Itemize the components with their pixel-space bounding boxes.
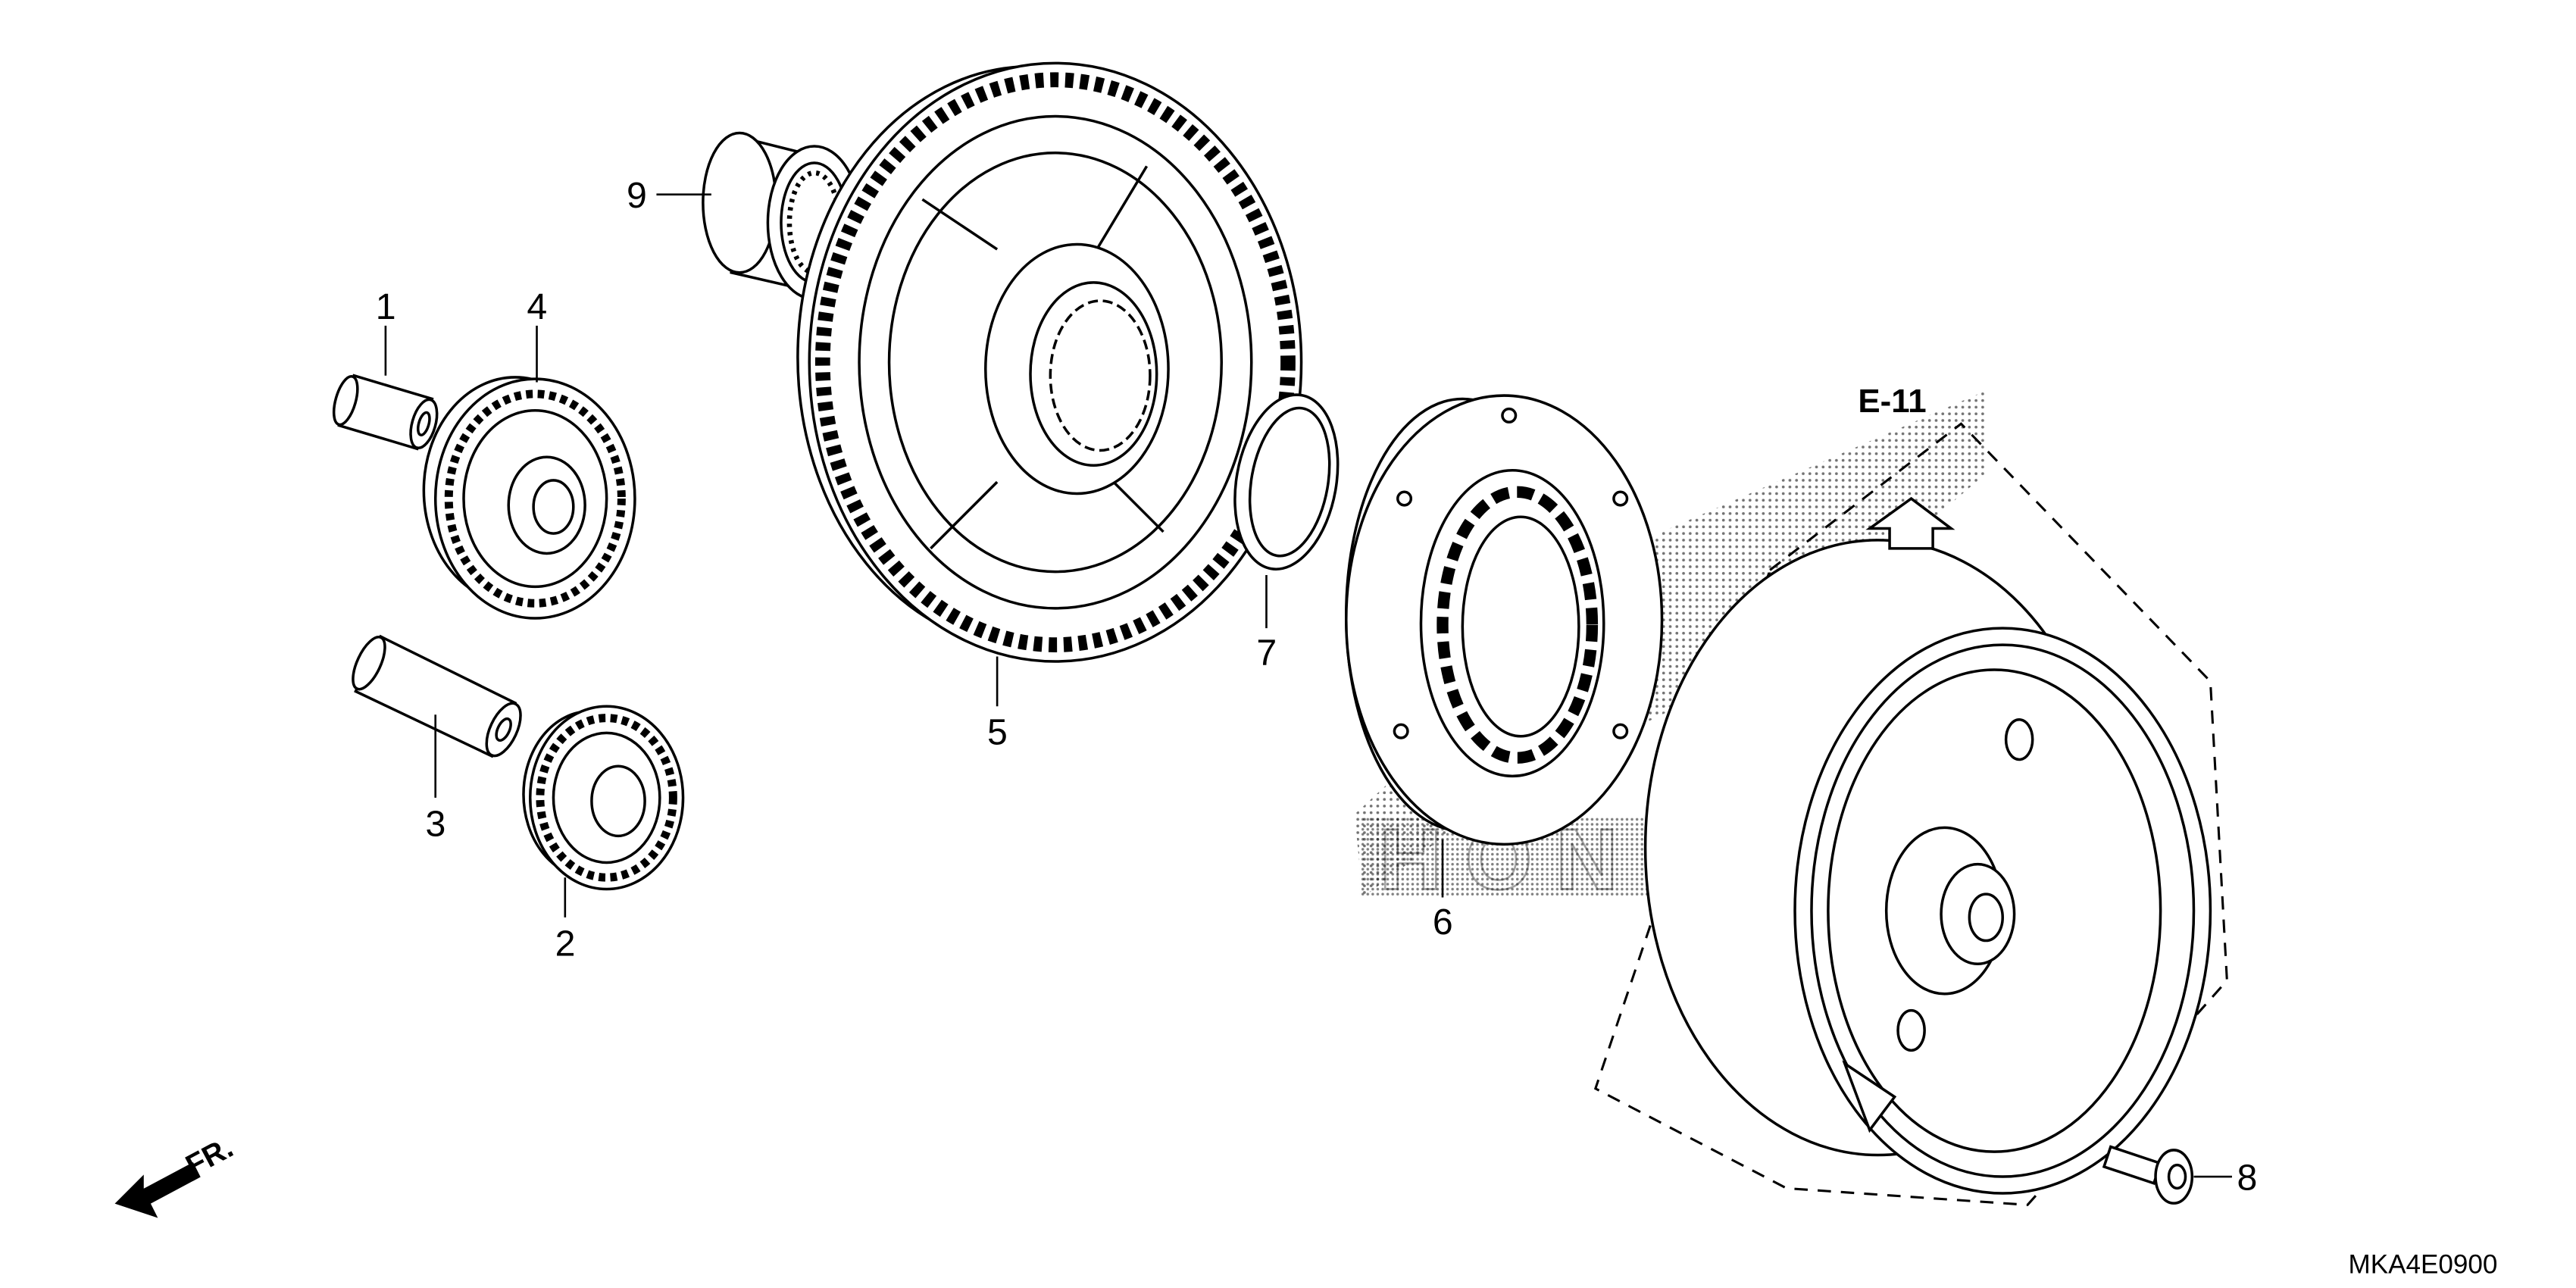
front-direction-arrow-icon [114,1161,201,1218]
part-8-bolt [2102,1145,2194,1205]
flywheel [1643,539,2212,1195]
reference-tag: E-11 [1858,383,1926,420]
label-part-5: 5 [987,712,1008,753]
label-part-8: 8 [2237,1158,2258,1199]
part-5-starter-driven-gear [796,61,1303,663]
label-part-1: 1 [376,286,396,327]
part-2-gear [522,705,685,891]
leader-lines [384,193,2232,1178]
label-part-6: 6 [1433,902,1453,943]
label-part-2: 2 [555,923,576,964]
part-7-washer [1233,393,1340,571]
part-1-pin [332,374,439,451]
label-part-4: 4 [527,286,547,327]
reference-arrow-icon [1865,496,1955,550]
part-6-one-way-clutch [1345,394,1664,846]
part-4-gear [422,376,636,620]
part-number-labels: 1 4 3 2 5 6 7 9 8 [376,175,2258,1198]
part-3-pin [352,634,522,758]
label-part-7: 7 [1256,632,1277,673]
label-part-3: 3 [426,803,446,844]
label-part-9: 9 [627,175,647,216]
diagram-code: MKA4E0900 [2348,1249,2497,1279]
